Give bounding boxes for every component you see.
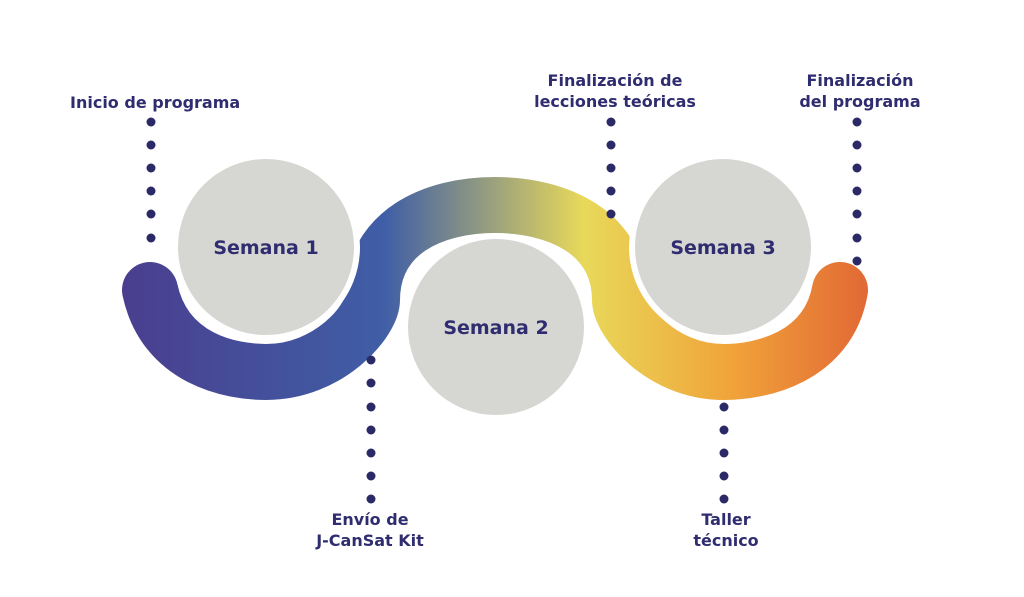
inicio-connector <box>146 117 156 243</box>
milestone-inicio-programa: Inicio de programa <box>70 92 240 113</box>
milestone-fin-programa: Finalización del programa <box>785 70 935 112</box>
week-2-label: Semana 2 <box>443 317 548 339</box>
milestone-fin-lecciones-line-2: lecciones teóricas <box>534 92 696 111</box>
milestone-fin-programa-line-1: Finalización <box>806 71 914 90</box>
milestone-envio-line-2: J-CanSat Kit <box>316 531 424 550</box>
milestone-fin-programa-line-2: del programa <box>799 92 921 111</box>
milestone-inicio-line-1: Inicio de programa <box>70 93 241 112</box>
week-1-label: Semana 1 <box>213 237 318 259</box>
milestone-fin-lecciones: Finalización de lecciones teóricas <box>520 70 710 112</box>
milestone-envio-kit: Envío de J-CanSat Kit <box>300 509 440 551</box>
fin-lecciones-connector <box>606 117 616 219</box>
week-3-label: Semana 3 <box>670 237 775 259</box>
milestone-fin-lecciones-line-1: Finalización de <box>547 71 683 90</box>
milestone-taller-line-2: técnico <box>693 531 759 550</box>
envio-connector <box>366 355 376 504</box>
fin-programa-connector <box>852 117 862 266</box>
week-3-circle <box>629 153 817 341</box>
milestone-taller-tecnico: Taller técnico <box>676 509 776 551</box>
week-2-circle <box>402 233 590 421</box>
timeline-wave <box>122 176 868 401</box>
milestone-envio-line-1: Envío de <box>331 510 409 529</box>
week-1-circle <box>172 153 360 341</box>
milestone-taller-line-1: Taller <box>701 510 751 529</box>
taller-connector <box>719 402 729 504</box>
